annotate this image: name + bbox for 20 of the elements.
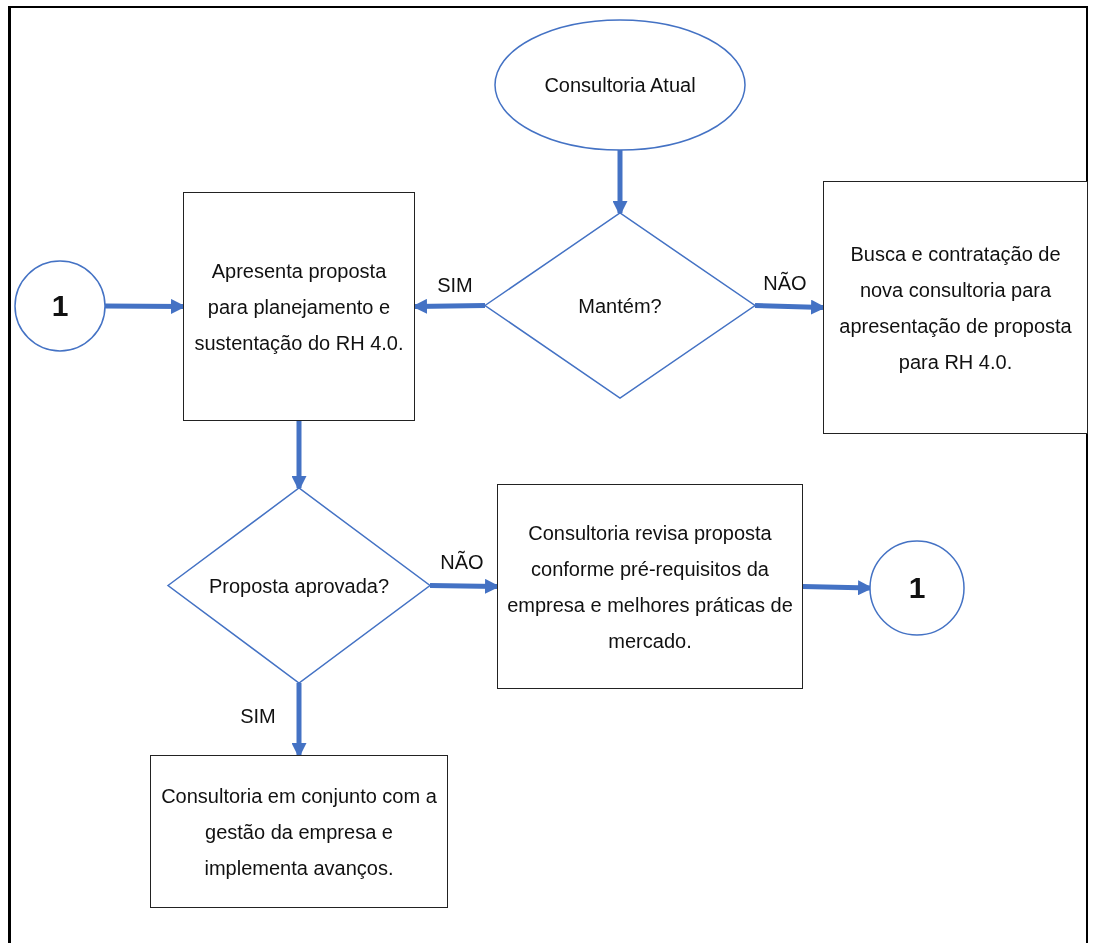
start-ellipse [495,20,745,150]
connector-circle [15,261,105,351]
node-text: Consultoria Atual [544,73,696,98]
node-text: Proposta aprovada? [208,573,390,599]
node-text: Consultoria em conjunto com a gestão da empresa e implementa avanços. [160,783,438,881]
node-text: Busca e contratação de nova consultoria para apresentação de proposta para RH 4.0. [838,241,1073,375]
process-box [150,755,448,908]
decision-diamond [168,488,430,683]
node-text: Consultoria revisa proposta conforme pré-requisitos da empresa e melhores práticas de mercado. [506,520,794,654]
node-text: Mantém? [578,293,662,319]
node-text: 1 [908,570,926,606]
process-box [497,484,803,689]
decision-diamond [485,213,755,398]
process-box [183,192,415,421]
node-text: Apresenta proposta para planejamento e sustentação do RH 4.0. [193,258,405,356]
arrow [291,421,307,491]
node-text: 1 [51,288,69,324]
arrow [612,150,628,216]
process-box [823,181,1088,434]
connector-circle [870,541,964,635]
